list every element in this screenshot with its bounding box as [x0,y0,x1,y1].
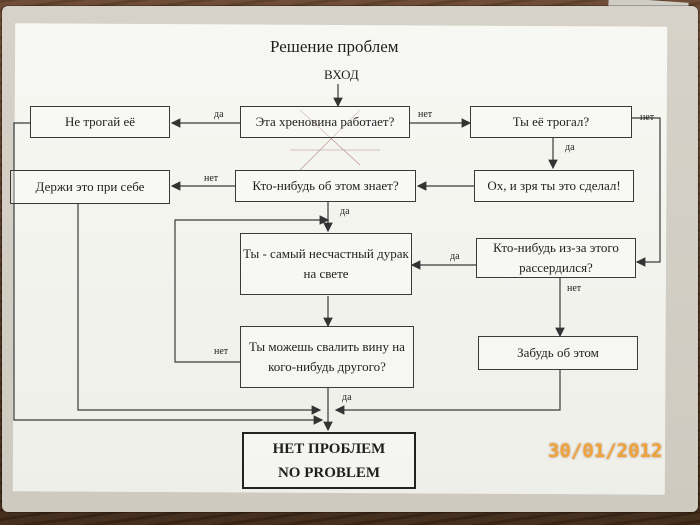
box-you-shouldnt-have: Ох, и зря ты это сделал! [474,170,634,202]
box-unluckiest-fool: Ты - самый несчастный дурак на свете [240,233,412,295]
box-did-you-touch: Ты её трогал? [470,106,632,138]
box-keep-it-to-yourself: Держи это при себе [10,170,170,204]
label-no-angry: нет [567,283,582,294]
box-forget-it: Забудь об этом [478,336,638,370]
arrow-blame-no [174,215,330,363]
box-anyone-knows: Кто-нибудь об этом знает? [235,170,416,202]
label-yes-angry: да [450,251,460,262]
arrow-touched-no [632,117,661,267]
chart-title: Решение проблем [270,37,399,56]
label-no-touched: нет [640,112,655,123]
label-yes-touched: да [565,142,575,153]
label-no-knows: нет [204,173,219,184]
arrow-forget-to-final [334,370,561,415]
label-yes-works: да [214,109,224,120]
label-no-blame: нет [214,346,229,357]
box-dont-touch: Не трогай её [30,106,170,138]
label-yes-blame: да [342,392,352,403]
box-anyone-angry: Кто-нибудь из-за этого рассердился? [476,238,636,278]
label-no-works: нет [418,109,433,120]
entry-label: ВХОД [324,67,359,82]
final-line-en: NO PROBLEM [277,464,381,481]
box-no-problem: НЕТ ПРОБЛЕМ NO PROBLEM [242,432,416,489]
box-blame-someone: Ты можешь свалить вину на кого-нибудь др… [240,326,414,388]
arrow-dont-touch-to-final [13,122,324,425]
photo-date-stamp: 30/01/2012 [548,440,663,462]
arrow-keep-to-final [77,204,322,415]
label-yes-knows: да [340,206,350,217]
box-does-it-work: Эта хреновина работает? [240,106,410,138]
final-line-ru: НЕТ ПРОБЛЕМ [272,440,386,457]
